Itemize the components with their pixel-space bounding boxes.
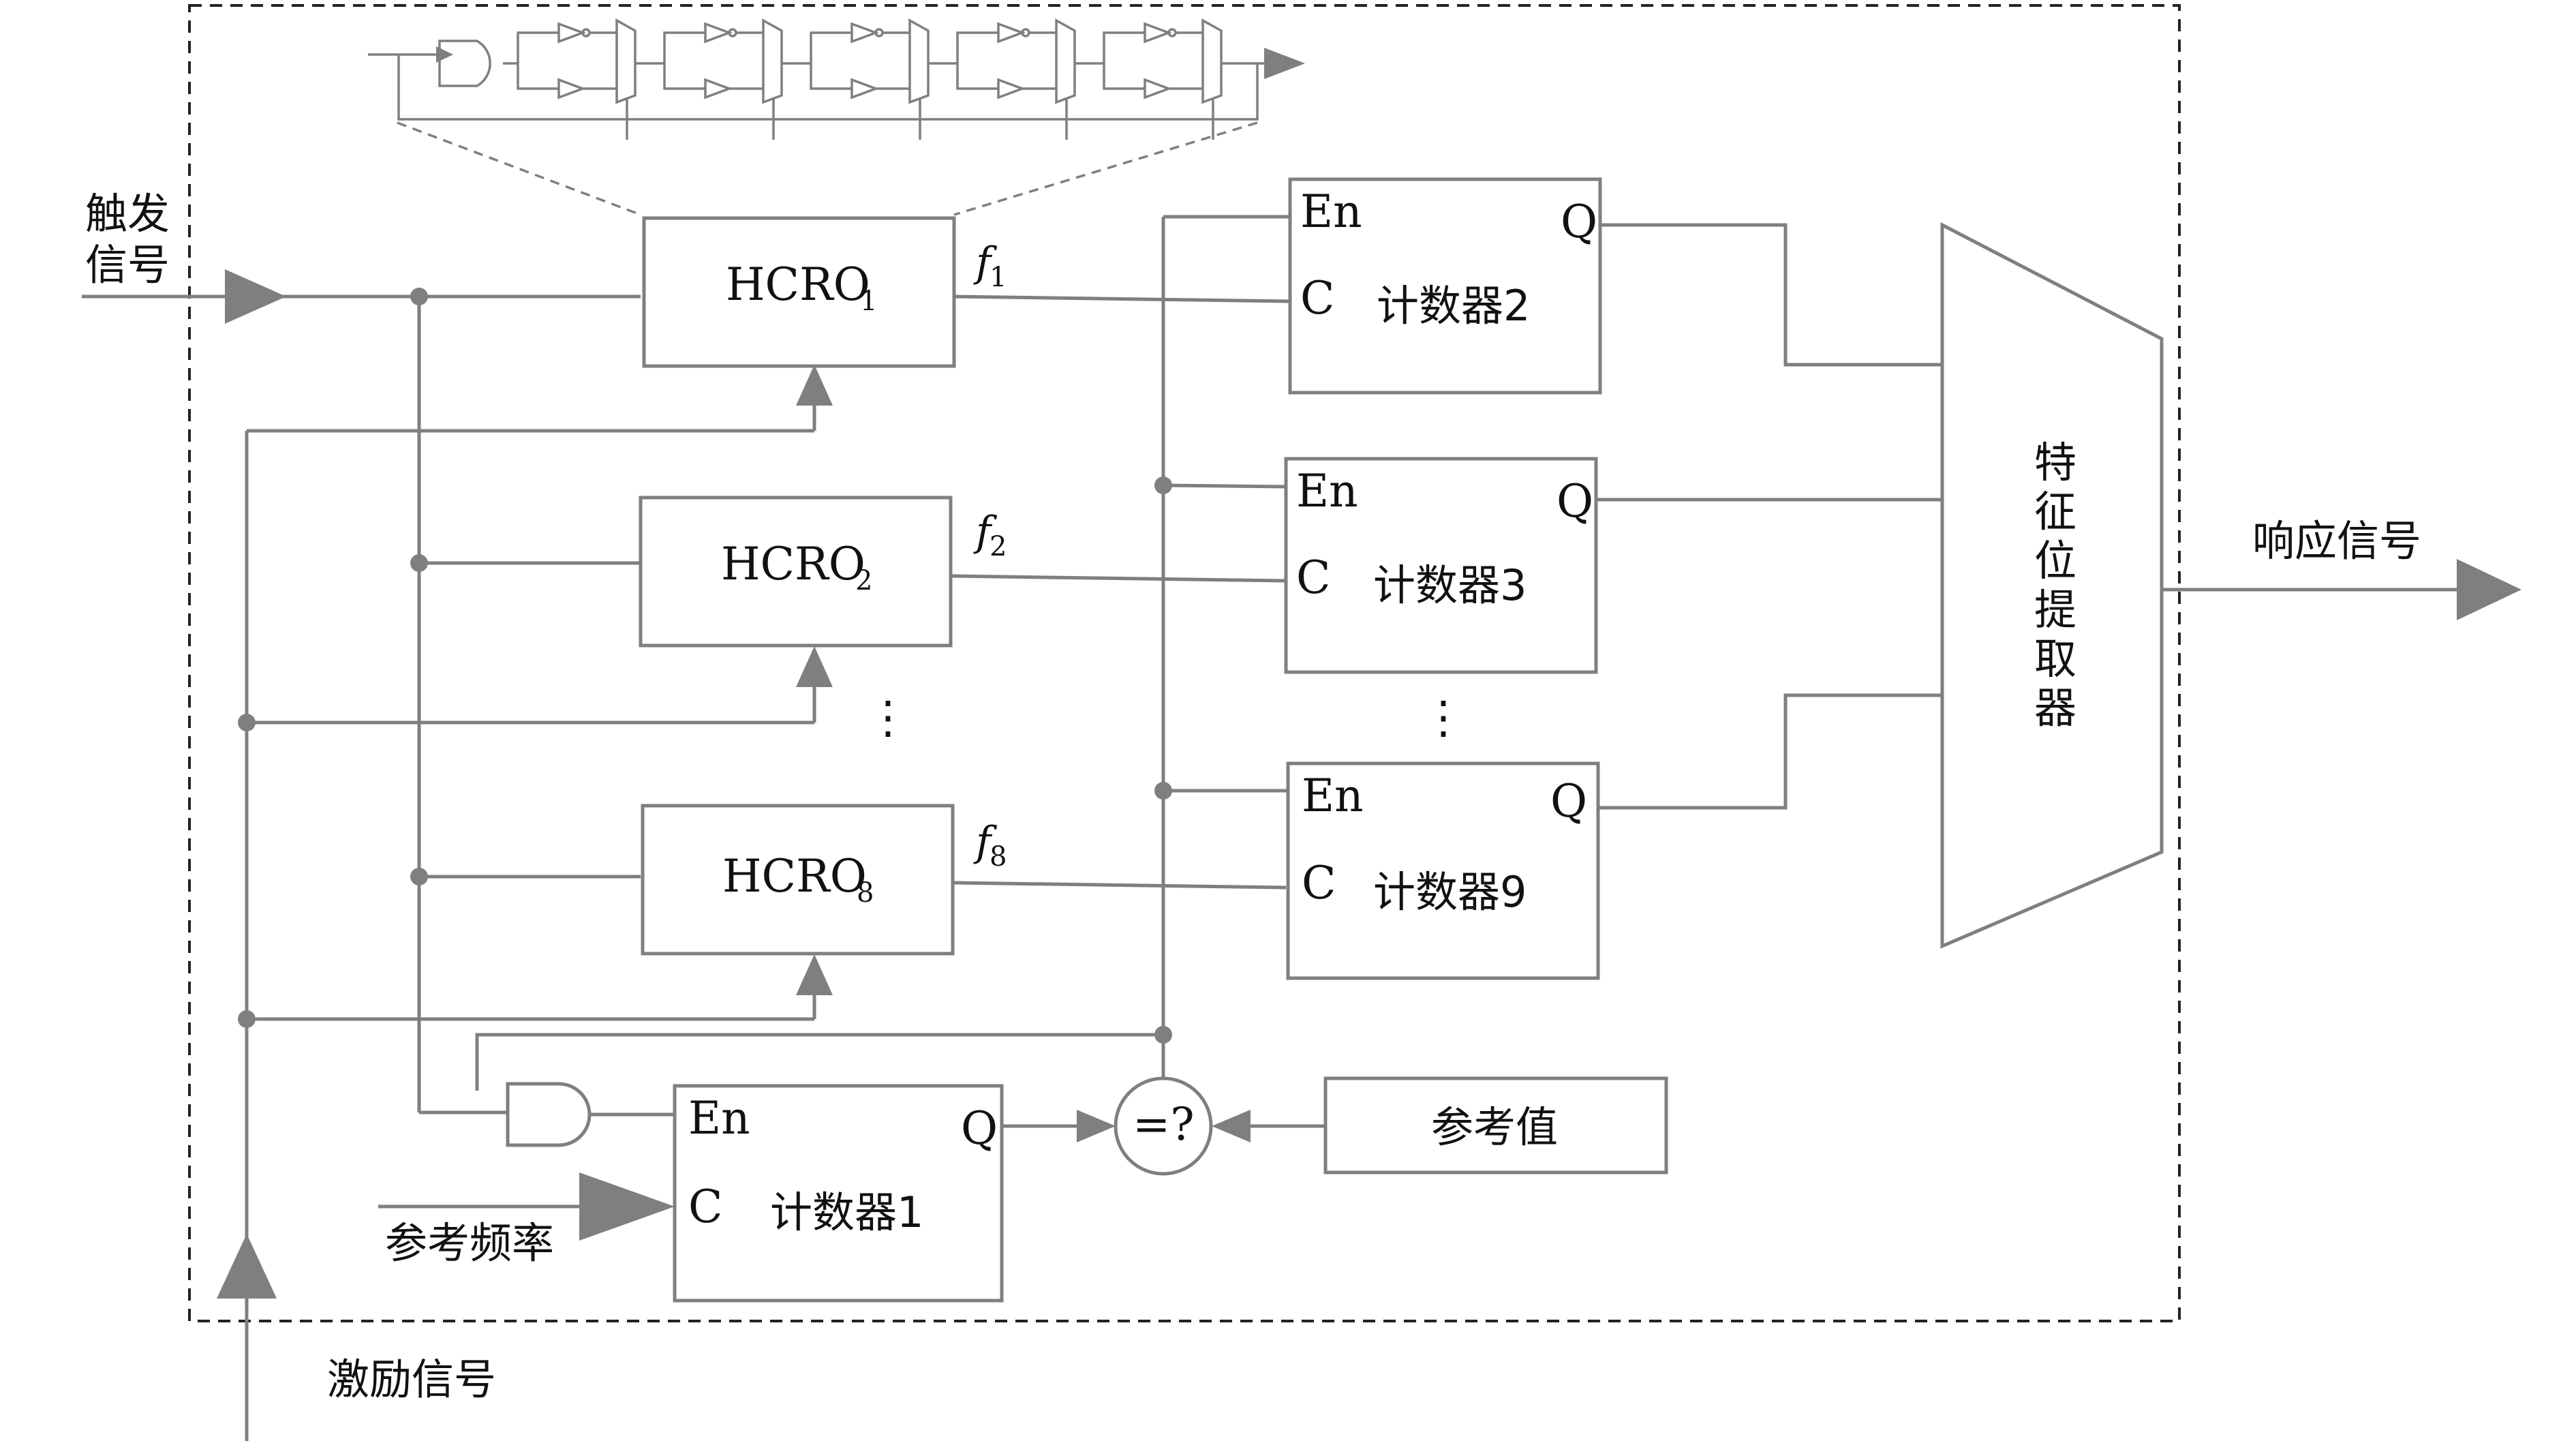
freq-1-sub: 1	[990, 262, 1007, 293]
mux-stage-2	[762, 18, 783, 104]
mux-stage-4	[1055, 18, 1076, 104]
counter-ellipsis: ⋮	[1421, 691, 1466, 744]
counter-9: En C Q 计数器9	[1286, 761, 1600, 980]
counter-1-q: Q	[961, 1102, 998, 1155]
counter-2-name: 计数器2	[1377, 281, 1530, 331]
mux-stage-1	[615, 18, 637, 104]
freq-8-sub: 8	[990, 841, 1007, 873]
hcro-8-label: HCRO	[722, 850, 867, 902]
hcro-2-label: HCRO	[721, 538, 865, 590]
counter-9-q: Q	[1550, 775, 1587, 828]
excitation-label: 激励信号	[327, 1354, 496, 1404]
counter-3-name: 计数器3	[1373, 560, 1527, 610]
ref-freq-label: 参考频率	[385, 1218, 554, 1268]
counter-1-c: C	[688, 1181, 723, 1233]
ref-value-label: 参考值	[1431, 1102, 1558, 1152]
counter-9-c: C	[1302, 857, 1336, 909]
extractor-char-0: 特	[2034, 438, 2076, 487]
trigger-label-2: 信号	[85, 240, 170, 290]
hcro-1: HCRO 1	[642, 216, 956, 368]
counter-3-c: C	[1296, 551, 1331, 604]
hcro-8-sub: 8	[857, 877, 874, 909]
counter-2-c: C	[1300, 272, 1335, 324]
extractor-char-4: 取	[2034, 634, 2076, 684]
counter-1-en: En	[688, 1092, 750, 1144]
freq-2-sub: 2	[990, 531, 1007, 562]
extractor-char-2: 位	[2034, 536, 2076, 586]
counter-9-en: En	[1302, 770, 1364, 822]
counter-2: En C Q 计数器2	[1288, 177, 1602, 395]
mux-stage-5	[1201, 18, 1223, 104]
hcro-1-sub: 1	[860, 286, 877, 317]
extractor-char-3: 提	[2034, 585, 2076, 635]
counter-1-name: 计数器1	[770, 1187, 923, 1237]
hcro-2: HCRO 2	[639, 496, 953, 648]
hcro-8: HCRO 8	[641, 804, 955, 956]
response-label: 响应信号	[2252, 516, 2421, 566]
counter-3: En C Q 计数器3	[1284, 457, 1598, 674]
comparator: =?	[1114, 1076, 1213, 1176]
extractor-char-1: 征	[2034, 487, 2076, 536]
hcro-detail	[368, 18, 1305, 216]
counter-9-name: 计数器9	[1373, 867, 1527, 917]
counter-3-q: Q	[1557, 475, 1593, 528]
extractor-char-5: 器	[2034, 683, 2076, 733]
comparator-label: =?	[1133, 1098, 1195, 1151]
counter-1: En C Q 计数器1	[673, 1084, 1004, 1303]
hcro-2-sub: 2	[855, 565, 872, 596]
counter-2-en: En	[1300, 185, 1362, 238]
counter-2-q: Q	[1561, 196, 1597, 248]
hcro-ellipsis: ⋮	[865, 691, 910, 744]
hcro-1-label: HCRO	[726, 258, 870, 311]
mux-stage-3	[908, 18, 930, 104]
module-boundary	[188, 4, 2181, 1322]
reference-value: 参考值	[1323, 1076, 1668, 1174]
trigger-label-1: 触发	[85, 189, 170, 239]
counter-3-en: En	[1296, 465, 1358, 517]
